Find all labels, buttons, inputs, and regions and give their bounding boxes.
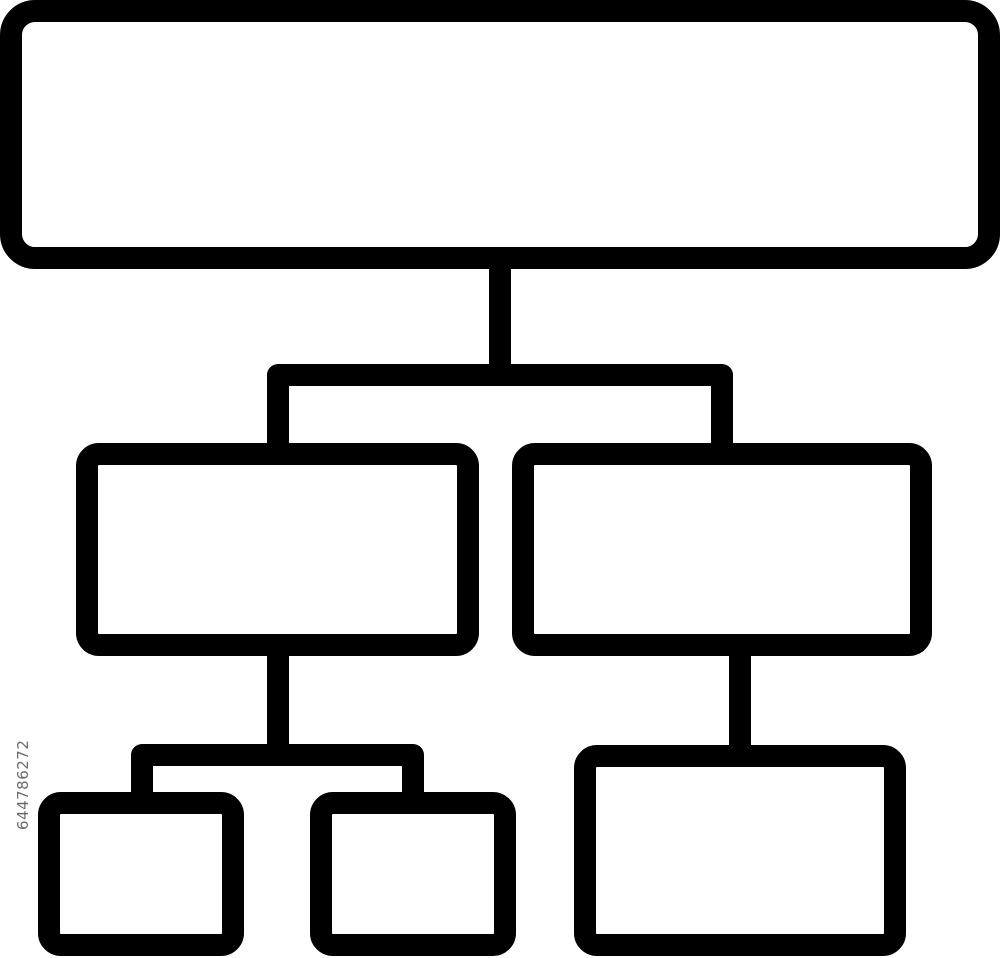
level2-right-node [574, 745, 906, 956]
root-node [0, 0, 1000, 269]
connector-root-to-level1 [267, 258, 733, 454]
level2-left-b-node [310, 792, 516, 956]
level1-right-node [512, 443, 932, 656]
watermark-id-text: 644786272 [14, 739, 32, 830]
level2-left-a-node [38, 792, 244, 956]
level1-left-node [76, 443, 479, 656]
connector-level1-left-to-children [131, 645, 424, 803]
